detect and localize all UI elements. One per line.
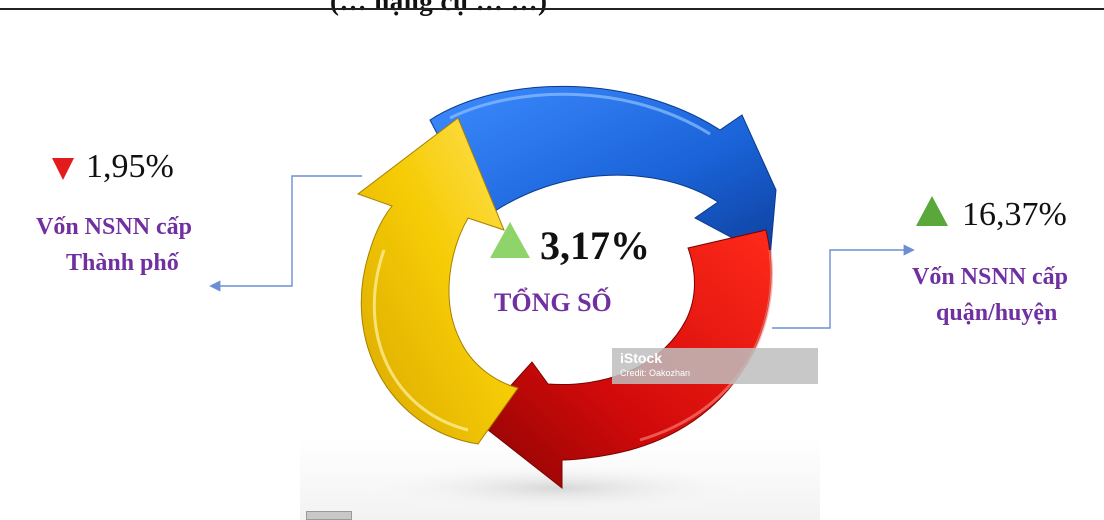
title-divider bbox=[0, 8, 1104, 10]
left-label-line2: Thành phố bbox=[66, 250, 179, 276]
increase-triangle-icon bbox=[490, 222, 530, 258]
cycle-arrows-diagram bbox=[348, 85, 777, 514]
watermark-brand: iStock bbox=[620, 350, 663, 366]
cycle-shadow bbox=[348, 462, 768, 514]
decrease-triangle-icon bbox=[52, 158, 74, 180]
center-label: TỔNG SỐ bbox=[494, 288, 612, 317]
left-percentage: 1,95% bbox=[86, 148, 174, 185]
right-percentage: 16,37% bbox=[962, 196, 1067, 233]
yellow-arrow bbox=[356, 117, 519, 445]
blue-arrow bbox=[429, 85, 777, 259]
right-label-line2: quận/huyện bbox=[936, 300, 1058, 326]
corner-badge bbox=[306, 511, 352, 520]
watermark-credit: Credit: Oakozhan bbox=[620, 368, 691, 378]
increase-triangle-icon bbox=[916, 196, 948, 226]
center-percentage: 3,17% bbox=[540, 223, 650, 268]
blue-arrow-highlight bbox=[449, 92, 711, 136]
stock-watermark: iStock Credit: Oakozhan bbox=[612, 348, 818, 384]
yellow-arrow-highlight bbox=[372, 249, 469, 432]
right-label-line1: Vốn NSNN cấp bbox=[912, 264, 1069, 290]
left-label-line1: Vốn NSNN cấp bbox=[36, 214, 193, 240]
